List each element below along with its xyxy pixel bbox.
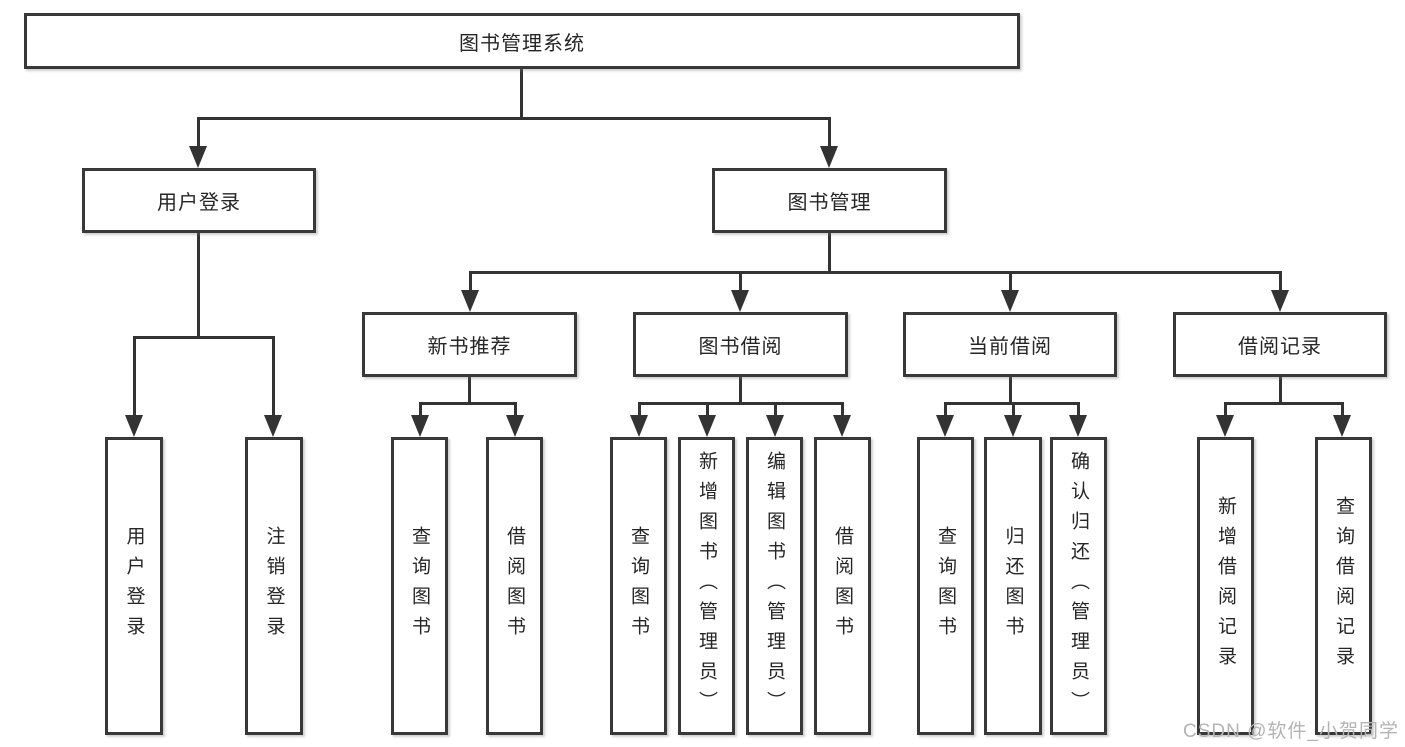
node-book-management: 图书管理 xyxy=(712,168,947,233)
connector-arrow-shaft xyxy=(1077,402,1080,417)
connector-user-login-stub xyxy=(197,233,200,339)
node-new-book-recommend: 新书推荐 xyxy=(362,312,577,377)
arrow-down-icon xyxy=(766,415,784,437)
connector-arrow-shaft xyxy=(774,402,777,417)
node-current-borrowing-label: 当前借阅 xyxy=(968,336,1052,358)
connector-arrow-shaft xyxy=(706,402,709,417)
connector-stub xyxy=(1009,377,1012,405)
node-book-management-label: 图书管理 xyxy=(787,192,872,214)
node-user-login-label: 用户登录 xyxy=(157,192,241,214)
connector-arrow-shaft xyxy=(739,271,742,292)
leaf-add-books-admin-label: 新增图书（管理员） xyxy=(696,451,717,721)
connector-branch xyxy=(638,402,844,405)
leaf-edit-books-admin-label: 编辑图书（管理员） xyxy=(764,451,785,721)
leaf-query-books-borrowing: 查询图书 xyxy=(610,437,667,735)
arrow-down-icon xyxy=(1069,415,1087,437)
connector-arrow-shaft xyxy=(1009,271,1012,292)
connector-arrow-shaft xyxy=(638,402,641,417)
csdn-watermark: CSDN @软件_小贺同学 xyxy=(1183,721,1399,742)
connector-arrow-shaft xyxy=(272,336,275,417)
leaf-borrow-books-label: 借阅图书 xyxy=(832,526,853,646)
node-borrowing-records: 借阅记录 xyxy=(1173,312,1387,377)
leaf-edit-books-admin: 编辑图书（管理员） xyxy=(746,437,803,735)
arrow-down-icon xyxy=(1216,415,1234,437)
connector-l3-branch xyxy=(469,271,1282,274)
leaf-user-login-label: 用户登录 xyxy=(123,526,145,646)
node-user-login: 用户登录 xyxy=(82,168,316,233)
arrow-down-icon xyxy=(461,290,479,312)
leaf-query-borrow-record-label: 查询借阅记录 xyxy=(1333,496,1354,676)
connector-arrow-shaft xyxy=(841,402,844,417)
leaf-query-books-current: 查询图书 xyxy=(917,437,974,735)
node-root-label: 图书管理系统 xyxy=(459,32,585,55)
arrow-down-icon xyxy=(936,415,954,437)
arrow-down-icon xyxy=(731,290,749,312)
connector-arrow-shaft xyxy=(828,117,831,149)
leaf-query-books-recommend-label: 查询图书 xyxy=(409,526,430,646)
leaf-confirm-return-admin: 确认归还（管理员） xyxy=(1050,437,1107,735)
node-book-borrowing-label: 图书借阅 xyxy=(698,336,783,358)
leaf-user-login: 用户登录 xyxy=(105,437,163,735)
node-root-system: 图书管理系统 xyxy=(24,13,1020,69)
connector-l2-branch xyxy=(197,117,831,120)
arrow-down-icon xyxy=(833,415,851,437)
arrow-down-icon xyxy=(1271,290,1289,312)
leaf-query-borrow-record: 查询借阅记录 xyxy=(1315,437,1372,735)
connector-arrow-shaft xyxy=(469,271,472,292)
leaf-logout-label: 注销登录 xyxy=(263,526,285,646)
arrow-down-icon xyxy=(264,415,282,437)
arrow-down-icon xyxy=(1001,290,1019,312)
leaf-return-books-label: 归还图书 xyxy=(1002,526,1024,646)
leaf-borrow-books-recommend: 借阅图书 xyxy=(486,437,543,735)
arrow-down-icon xyxy=(411,415,429,437)
leaf-borrow-books-recommend-label: 借阅图书 xyxy=(504,526,525,646)
leaf-query-books-recommend: 查询图书 xyxy=(391,437,448,735)
connector-arrow-shaft xyxy=(1012,402,1015,417)
leaf-add-books-admin: 新增图书（管理员） xyxy=(678,437,735,735)
node-book-borrowing: 图书借阅 xyxy=(633,312,848,377)
arrow-down-icon xyxy=(189,146,207,168)
connector-arrow-shaft xyxy=(1341,402,1344,417)
leaf-borrow-books: 借阅图书 xyxy=(814,437,871,735)
connector-arrow-shaft xyxy=(197,117,200,149)
leaf-confirm-return-admin-label: 确认归还（管理员） xyxy=(1068,451,1089,721)
connector-branch xyxy=(1224,402,1344,405)
connector-arrow-shaft xyxy=(944,402,947,417)
arrow-down-icon xyxy=(506,415,524,437)
leaf-add-borrow-record-label: 新增借阅记录 xyxy=(1215,496,1236,676)
connector-stub xyxy=(1279,377,1282,405)
leaf-add-borrow-record: 新增借阅记录 xyxy=(1197,437,1254,735)
connector-user-login-branch xyxy=(133,336,275,339)
connector-arrow-shaft xyxy=(1224,402,1227,417)
node-borrowing-records-label: 借阅记录 xyxy=(1238,336,1322,358)
arrow-down-icon xyxy=(630,415,648,437)
arrow-down-icon xyxy=(125,415,143,437)
connector-arrow-shaft xyxy=(133,336,136,417)
node-current-borrowing: 当前借阅 xyxy=(903,312,1117,377)
leaf-query-books-borrowing-label: 查询图书 xyxy=(628,526,649,646)
arrow-down-icon xyxy=(1333,415,1351,437)
connector-stub xyxy=(468,377,471,405)
arrow-down-icon xyxy=(1004,415,1022,437)
arrow-down-icon xyxy=(698,415,716,437)
connector-arrow-shaft xyxy=(1279,271,1282,292)
leaf-return-books: 归还图书 xyxy=(984,437,1042,735)
connector-arrow-shaft xyxy=(514,402,517,417)
connector-branch xyxy=(419,402,517,405)
leaf-query-books-current-label: 查询图书 xyxy=(935,526,956,646)
connector-arrow-shaft xyxy=(419,402,422,417)
arrow-down-icon xyxy=(820,146,838,168)
connector-book-mgmt-stub xyxy=(828,233,831,274)
node-new-book-recommend-label: 新书推荐 xyxy=(427,336,512,358)
connector-stub xyxy=(739,377,742,405)
leaf-logout: 注销登录 xyxy=(245,437,303,735)
connector-root-stub xyxy=(520,69,523,119)
